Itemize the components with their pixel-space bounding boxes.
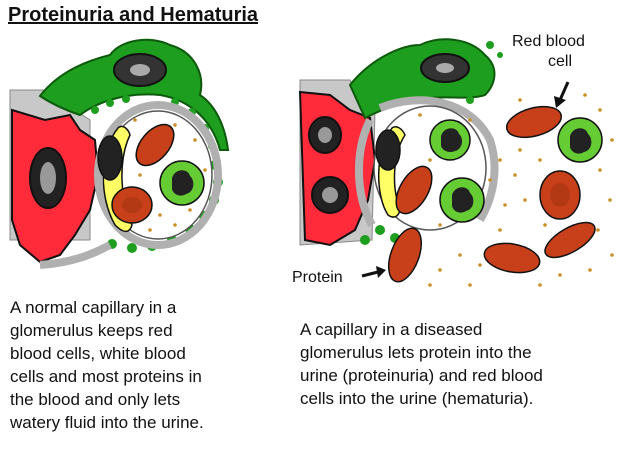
protein-label-arrow bbox=[361, 266, 386, 278]
endothelial-nucleolus bbox=[322, 187, 338, 203]
podocyte-foot-processes bbox=[360, 41, 503, 245]
basement-membrane bbox=[355, 118, 376, 227]
podocyte-nucleolus bbox=[436, 63, 454, 73]
capillary-endothelium-nucleus bbox=[97, 135, 123, 181]
caption-line: cells into the urine (hematuria). bbox=[300, 389, 534, 408]
basement-membrane bbox=[378, 96, 499, 223]
diseased-capillary-caption: A capillary in a diseased glomerulus let… bbox=[300, 318, 620, 410]
white-blood-cell-nucleus bbox=[441, 128, 463, 153]
rbc-label-arrow bbox=[554, 81, 570, 108]
caption-line: blood cells, white blood bbox=[10, 344, 186, 363]
podocyte-cell bbox=[38, 38, 230, 151]
protein-dots bbox=[418, 93, 614, 287]
caption-line: glomerulus lets protein into the bbox=[300, 343, 532, 362]
red-blood-cell-center bbox=[122, 197, 142, 213]
red-blood-cell bbox=[395, 165, 433, 215]
caption-line: glomerulus keeps red bbox=[10, 321, 173, 340]
caption-line: the blood and only lets bbox=[10, 390, 181, 409]
normal-capillary-diagram bbox=[9, 38, 230, 269]
red-blood-cell bbox=[505, 105, 563, 139]
red-blood-cell bbox=[544, 221, 596, 259]
white-blood-cell-nucleus bbox=[570, 128, 592, 154]
endothelial-nucleolus bbox=[318, 127, 332, 143]
podocyte-nucleolus bbox=[130, 64, 150, 76]
caption-line: A normal capillary in a bbox=[10, 298, 177, 317]
basement-membrane bbox=[94, 101, 222, 249]
caption-line: A capillary in a diseased bbox=[300, 320, 483, 339]
protein-label: Protein bbox=[292, 269, 343, 286]
normal-capillary-caption: A normal capillary in a glomerulus keeps… bbox=[10, 296, 280, 434]
capillary-endothelium-nucleus bbox=[375, 129, 401, 171]
white-blood-cell-nucleus bbox=[452, 187, 474, 213]
basement-lower-band bbox=[39, 241, 112, 269]
red-blood-cell bbox=[387, 227, 423, 283]
caption-line: cells and most proteins in bbox=[10, 367, 202, 386]
caption-line: urine (proteinuria) and red blood bbox=[300, 366, 543, 385]
protein-dots bbox=[133, 118, 207, 232]
glomerulus-illustration bbox=[9, 38, 614, 287]
diseased-capillary-diagram bbox=[298, 38, 614, 287]
red-blood-cell-label-line2: cell bbox=[548, 53, 573, 70]
red-blood-cell bbox=[135, 123, 175, 167]
red-blood-cell-label-line1: Red blood bbox=[512, 33, 585, 50]
white-blood-cell-nucleus bbox=[172, 170, 194, 196]
caption-line: watery fluid into the urine. bbox=[10, 413, 204, 432]
red-blood-cell bbox=[483, 242, 541, 274]
page-title: Proteinuria and Hematuria bbox=[8, 4, 259, 26]
red-blood-cell-center bbox=[550, 183, 570, 207]
endothelial-nucleolus bbox=[40, 162, 56, 194]
